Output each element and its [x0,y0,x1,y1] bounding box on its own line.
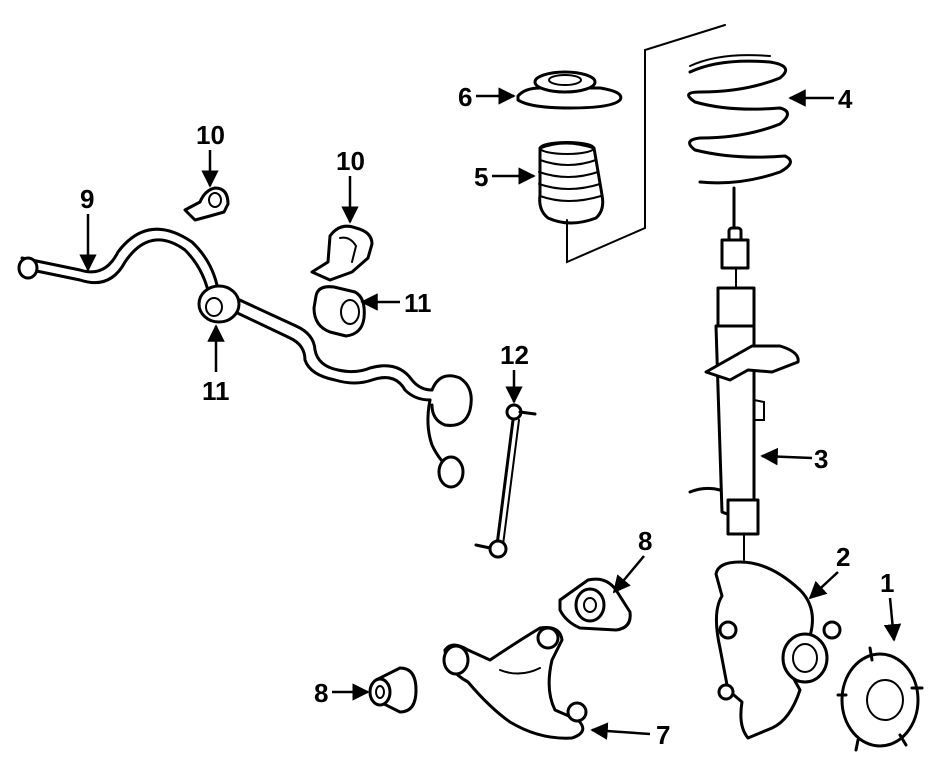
callout-8-rear: 8 [638,526,652,556]
stabilizer-bar [17,227,473,489]
bar-bracket-large [310,224,374,282]
callout-4: 4 [838,84,853,114]
callout-2: 2 [836,542,850,572]
callout-1: 1 [880,568,894,598]
coil-spring [687,54,792,185]
callout-6: 6 [458,82,472,112]
group-bracket-line [566,24,726,264]
steering-knuckle [714,560,842,740]
callout-12: 12 [500,340,529,370]
callout-11-bushing: 11 [404,288,432,318]
control-arm-bushing-rear [558,577,632,632]
lower-control-arm [442,626,588,740]
callout-10-small: 10 [196,120,225,150]
callout-10-large: 10 [336,146,365,176]
bump-stop-boot [538,141,605,225]
callout-7: 7 [656,720,670,750]
strut-assembly [688,186,800,561]
control-arm-bushing-front [368,666,418,714]
leader-arrows [79,87,902,740]
stabilizer-link [474,403,537,559]
callout-8-front: 8 [314,678,328,708]
bar-bracket-small [183,186,230,222]
strut-mount [516,70,623,110]
callout-5: 5 [474,162,488,192]
callout-3: 3 [814,444,828,474]
callout-9: 9 [80,184,94,214]
wheel-hub [836,646,924,752]
bar-bushing [312,285,366,338]
callout-11-bar: 11 [202,376,230,406]
